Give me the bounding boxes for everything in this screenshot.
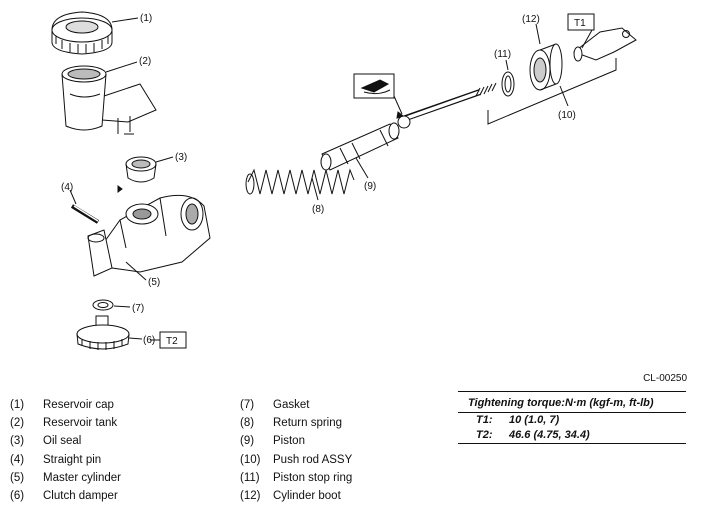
torque-top-rule (458, 391, 686, 392)
legend-item: (1) Reservoir cap (10, 396, 121, 414)
callout-8: (8) (312, 204, 324, 215)
figure-code: CL-00250 (643, 373, 687, 384)
return-spring (245, 168, 355, 195)
legend-item: (5) Master cylinder (10, 469, 121, 487)
reservoir-cap (51, 11, 113, 55)
torque-key: T2: (476, 429, 493, 441)
t2-label: T2 (166, 336, 178, 347)
legend-name: Straight pin (43, 453, 102, 466)
torque-heading: Tightening torque:N·m (kgf-m, ft-lb) (468, 397, 654, 409)
callout-2: (2) (139, 56, 151, 67)
clutch-damper (76, 315, 130, 350)
callout-3: (3) (175, 152, 187, 163)
callout-7: (7) (132, 303, 144, 314)
torque-value: 46.6 (4.75, 34.4) (509, 429, 590, 441)
legend-num: (5) (10, 471, 25, 484)
legend-num: (9) (240, 435, 255, 448)
callout-5: (5) (148, 277, 160, 288)
legend-item: (8) Return spring (240, 414, 352, 432)
torque-bottom-rule (458, 443, 686, 444)
callout-12: (12) (522, 14, 540, 25)
legend-num: (12) (240, 490, 261, 503)
legend-name: Reservoir cap (43, 399, 114, 411)
grease-symbol-icon (353, 73, 395, 99)
parts-legend-left: (1) Reservoir cap (2) Reservoir tank (3) Oi… (10, 396, 121, 505)
oil-seal (125, 156, 157, 183)
gasket (92, 299, 114, 311)
legend-name: Master cylinder (43, 471, 121, 484)
legend-name: Oil seal (43, 435, 82, 448)
straight-pin (70, 204, 100, 224)
torque-value: 10 (1.0, 7) (509, 414, 560, 426)
push-rod-assy (397, 27, 637, 129)
legend-item: (3) Oil seal (10, 432, 121, 450)
torque-row: T1: 10 (1.0, 7) (458, 413, 686, 428)
legend-item: (2) Reservoir tank (10, 414, 121, 432)
legend-num: (7) (240, 399, 255, 411)
legend-name: Piston (273, 435, 305, 448)
torque-key: T1: (476, 414, 493, 426)
legend-name: Piston stop ring (273, 471, 353, 484)
legend-name: Return spring (273, 417, 343, 430)
reservoir-tank (61, 65, 157, 135)
legend-num: (4) (10, 453, 25, 466)
legend-num: (10) (240, 453, 261, 466)
legend-name: Gasket (273, 399, 310, 411)
legend-item: (12) Cylinder boot (240, 487, 352, 505)
legend-num: (6) (10, 490, 25, 503)
legend-num: (1) (10, 399, 25, 411)
legend-name: Clutch damper (43, 490, 118, 503)
torque-mid-rule (458, 412, 686, 413)
legend-name: Push rod ASSY (273, 453, 353, 466)
t2-box (159, 331, 187, 349)
parts-legend-right: (7) Gasket (8) Return spring (9) Piston (10… (240, 396, 352, 505)
legend-num: (8) (240, 417, 255, 430)
legend-item: (9) Piston (240, 432, 352, 450)
cylinder-boot (529, 43, 583, 91)
master-cylinder (87, 194, 211, 277)
piston (320, 122, 400, 171)
legend-name: Cylinder boot (273, 490, 341, 503)
callout-1: (1) (140, 13, 152, 24)
legend-item: (4) Straight pin (10, 451, 121, 469)
legend-name: Reservoir tank (43, 417, 118, 430)
exploded-parts-diagram: (1) (2) (3) (4) (5) (6) (7) (8) (9) (10)… (51, 11, 637, 350)
torque-row: T2: 46.6 (4.75, 34.4) (458, 428, 686, 443)
legend-item: (10) Push rod ASSY (240, 451, 352, 469)
callout-4: (4) (61, 182, 73, 193)
t1-label: T1 (574, 18, 586, 29)
legend-item: (11) Piston stop ring (240, 469, 352, 487)
callout-9: (9) (364, 181, 376, 192)
callout-6: (6) (143, 335, 155, 346)
legend-num: (2) (10, 417, 25, 430)
legend-num: (11) (240, 471, 260, 484)
legend-item: (7) Gasket (240, 396, 352, 414)
t1-box (567, 13, 595, 31)
legend-num: (3) (10, 435, 25, 448)
legend-item: (6) Clutch damper (10, 487, 121, 505)
torque-spec-table: Tightening torque:N·m (kgf-m, ft-lb) T1:… (458, 391, 686, 444)
callout-10: (10) (558, 110, 576, 121)
piston-stop-ring (501, 71, 515, 97)
callout-11: (11) (494, 49, 511, 60)
